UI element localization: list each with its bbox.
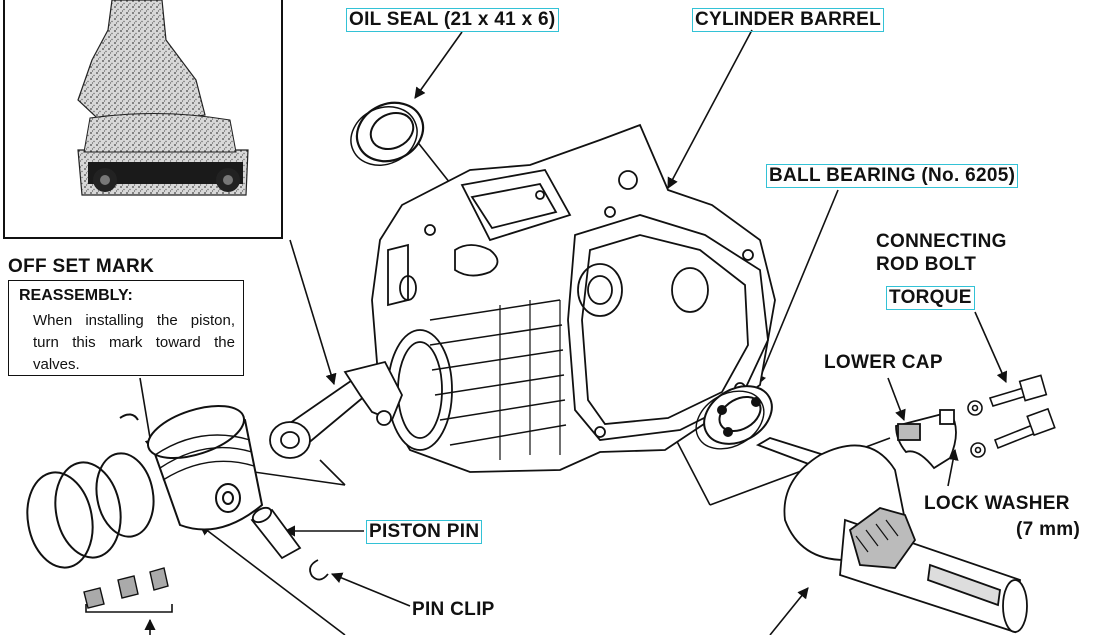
piston-pin-label: PISTON PIN <box>366 520 483 544</box>
reassembly-note-body: When installing the piston, turn this ma… <box>33 312 235 373</box>
connecting-rod-bolt-label-1: CONNECTING <box>876 231 1007 252</box>
pin-clip <box>309 559 329 581</box>
oil-seal <box>350 101 425 166</box>
ball-bearing-label: BALL BEARING (No. 6205) <box>766 164 1019 188</box>
reassembly-note-title: REASSEMBLY: <box>19 287 133 304</box>
connecting-rod-photo <box>77 0 249 196</box>
bottom-piston-leader <box>199 524 346 635</box>
reassembly-note: REASSEMBLY: When installing the piston, … <box>8 280 244 376</box>
pin-clip-leader <box>330 572 411 607</box>
inset-photo <box>3 0 283 239</box>
lock-washer-label: LOCK WASHER <box>924 493 1070 514</box>
oil-seal-leader <box>414 31 463 99</box>
ring-bracket <box>85 604 173 613</box>
lock-washer-leader <box>947 448 959 487</box>
lower-cap-leader <box>887 377 906 422</box>
torque-label: TORQUE <box>886 286 975 310</box>
cylinder-barrel-label: CYLINDER BARREL <box>692 8 885 32</box>
crankshaft <box>755 437 1028 634</box>
inset-to-rod-leader <box>289 239 337 386</box>
lower-cap-label: LOWER CAP <box>824 352 943 373</box>
piston-rod-guide-1 <box>239 469 346 486</box>
ball-bearing <box>695 385 773 450</box>
connecting-rod <box>269 360 403 459</box>
lock-washer-size-label: (7 mm) <box>1016 519 1081 540</box>
piston-pin <box>250 506 302 560</box>
piston-rings <box>26 413 155 569</box>
oil-seal-label: OIL SEAL (21 x 41 x 6) <box>346 8 559 32</box>
connecting-rod-bolt-upper <box>988 374 1048 407</box>
piston <box>146 404 264 531</box>
ring-sections <box>83 567 169 609</box>
lower-cap <box>895 409 957 470</box>
piston-rod-guide-2 <box>319 459 346 486</box>
connecting-rod-bolt-label-2: ROD BOLT <box>876 254 977 275</box>
off-set-mark-label: OFF SET MARK <box>8 256 155 277</box>
bottom-crank-leader <box>769 587 809 635</box>
lock-washers <box>967 400 986 458</box>
torque-leader <box>974 311 1008 384</box>
connecting-rod-bolt-lower <box>993 407 1056 450</box>
cylinder-barrel-leader <box>667 29 753 189</box>
pin-clip-label: PIN CLIP <box>412 599 495 620</box>
ball-bearing-leader <box>755 189 839 387</box>
